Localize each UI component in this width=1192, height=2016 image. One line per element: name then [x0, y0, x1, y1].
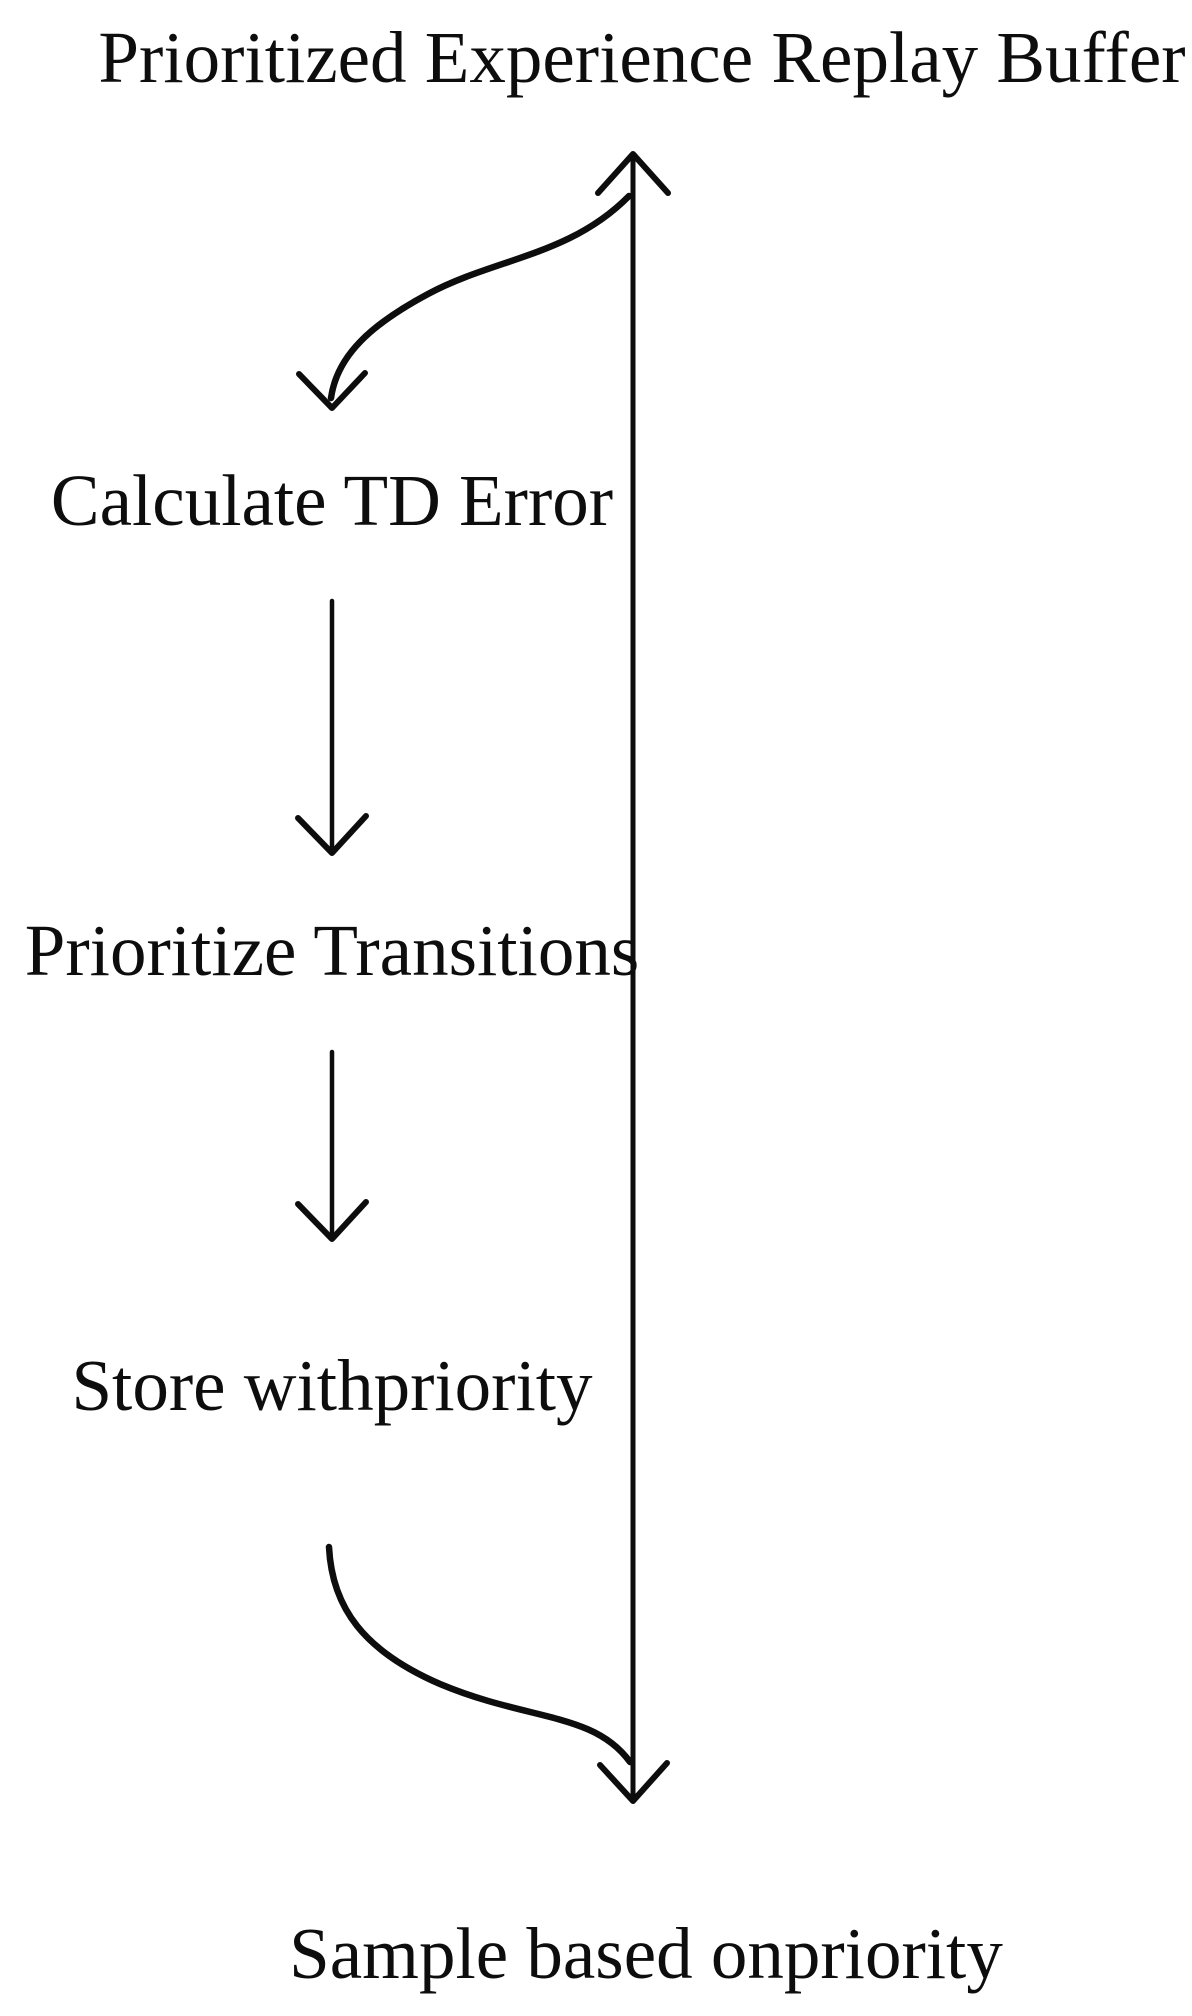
calculate-to-prioritize-arrow-icon — [295, 598, 369, 856]
node-sample-based-on-priority: Sample based onpriority — [289, 1913, 1003, 1994]
prioritize-to-store-arrow-icon — [295, 1049, 369, 1242]
node-store-with-priority: Store withpriority — [71, 1345, 593, 1426]
node-prioritize-transitions: Prioritize Transitions — [24, 910, 640, 991]
buffer-to-calculate-curve-arrow-icon — [296, 192, 633, 411]
diagram-title: Prioritized Experience Replay Buffer — [98, 17, 1186, 98]
node-calculate-td-error: Calculate TD Error — [50, 460, 614, 541]
store-to-sample-curve-connector-icon — [325, 1543, 634, 1766]
sample-to-buffer-double-arrow-icon — [595, 151, 671, 1804]
